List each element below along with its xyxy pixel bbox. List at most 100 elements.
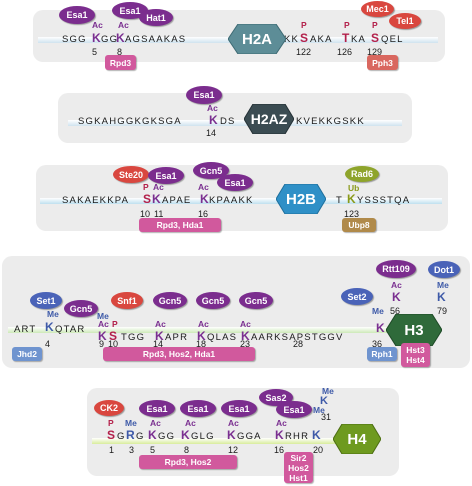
h3-num-14: 14: [153, 339, 164, 349]
h2a-box-rpd3[interactable]: Rpd3: [105, 55, 136, 70]
h3-res-k4: K: [45, 320, 54, 334]
h2a-enzyme-tel1[interactable]: Tel1: [389, 13, 421, 29]
h2a-seq-start: SGG: [62, 34, 87, 45]
h2az-core-label: H2AZ: [250, 111, 288, 127]
h4-seq-gg: GG: [158, 431, 176, 442]
h2a-box-pph3[interactable]: Pph3: [367, 55, 398, 70]
h3-num-10: 10: [108, 339, 119, 349]
h2a-core-hexagon: [228, 24, 286, 54]
h3-box-rpd3-hos2-hda1[interactable]: Rpd3, Hos2, Hda1: [103, 347, 255, 361]
h2a-enzyme-esa1-a[interactable]: Esa1: [59, 6, 95, 24]
h3-backbone: [8, 327, 400, 333]
h3-res-s10: S: [109, 329, 118, 343]
h4-box-sir2-hos2-hst1[interactable]: Sir2 Hos2 Hst1: [284, 452, 313, 483]
h2b-enzyme-esa1-a[interactable]: Esa1: [148, 167, 184, 184]
h3-box-hst4-label: Hst4: [406, 355, 425, 365]
h2a-enzyme-hat1[interactable]: Hat1: [139, 9, 173, 26]
h3-mod-ac-9: Ac: [98, 319, 109, 329]
h3-num-9: 9: [99, 339, 105, 349]
h2a-res-k8: K: [116, 31, 125, 45]
h3-num-4: 4: [45, 339, 51, 349]
h3-enzyme-gcn5-c[interactable]: Gcn5: [196, 292, 230, 309]
h2b-seq-t: T: [336, 195, 344, 206]
h3-box-hst3-hst4[interactable]: Hst3 Hst4: [401, 343, 430, 367]
h3-res-k36: K: [376, 321, 385, 335]
h3-mod-ac-23: Ac: [240, 319, 251, 329]
h3-box-jhd2[interactable]: Jhd2: [12, 347, 42, 361]
h2b-backbone: [40, 198, 442, 204]
h4-num-8: 8: [184, 445, 190, 455]
h3-enzyme-gcn5-b[interactable]: Gcn5: [153, 292, 187, 309]
h4-enzyme-esa1-b[interactable]: Esa1: [180, 400, 216, 417]
h2a-res-t126: T: [342, 31, 350, 45]
h3-mod-ac-18: Ac: [198, 319, 209, 329]
h3-num-79: 79: [437, 306, 448, 316]
h2a-num-126: 126: [337, 47, 353, 57]
h3-num-36: 36: [372, 339, 383, 349]
h4-mod-ac-16: Ac: [276, 418, 287, 428]
h3-core-label: H3: [404, 321, 424, 339]
h4-mod-me-31: Me: [322, 386, 334, 396]
h4-res-k31: K: [320, 395, 328, 407]
h3-enzyme-set2[interactable]: Set2: [341, 288, 373, 305]
h4-num-31: 31: [321, 412, 332, 422]
h3-enzyme-gcn5-a[interactable]: Gcn5: [64, 300, 98, 317]
h3-res-k79: K: [437, 290, 446, 304]
h2az-seq-ds: DS: [220, 116, 236, 127]
h2b-enzyme-rad6[interactable]: Rad6: [345, 166, 379, 182]
h2b-mod-ac-11: Ac: [153, 182, 164, 192]
h4-enzyme-ck2[interactable]: CK2: [94, 400, 124, 416]
h4-enzyme-esa1-c[interactable]: Esa1: [221, 400, 257, 417]
h3-box-rph1[interactable]: Rph1: [367, 347, 397, 361]
h2b-seq-end: YSSSTQA: [357, 195, 411, 206]
h4-box-rpd3-hos2[interactable]: Rpd3, Hos2: [139, 455, 237, 469]
h3-mod-ac-56: Ac: [391, 280, 402, 290]
h3-mod-me-4: Me: [47, 309, 59, 319]
h4-res-k20: K: [312, 428, 321, 442]
h2a-seq-mid: AGSAAKAS: [125, 34, 187, 45]
h3-enzyme-rtt109[interactable]: Rtt109: [376, 260, 416, 278]
h3-mod-me-9: Me: [97, 311, 109, 321]
h2b-enzyme-esa1-b[interactable]: Esa1: [217, 174, 253, 191]
h4-res-k12: K: [227, 428, 236, 442]
h4-mod-p-1: P: [108, 418, 114, 428]
h3-res-k23: K: [241, 329, 250, 343]
h2b-core-hexagon: [276, 184, 326, 214]
h4-mod-ac-12: Ac: [228, 418, 239, 428]
h2a-seq-kk: KK: [284, 34, 300, 45]
h4-num-1: 1: [109, 445, 115, 455]
h2b-box-rpd3-hda1[interactable]: Rpd3, Hda1: [139, 218, 221, 232]
h2b-enzyme-gcn5[interactable]: Gcn5: [193, 162, 229, 179]
h3-num-23: 23: [240, 339, 251, 349]
h3-enzyme-dot1[interactable]: Dot1: [428, 261, 460, 278]
h3-enzyme-gcn5-d[interactable]: Gcn5: [239, 292, 273, 309]
h4-backbone: [92, 438, 350, 444]
h3-enzyme-snf1[interactable]: Snf1: [111, 292, 143, 309]
h3-res-k56: K: [392, 290, 401, 304]
h2b-box-ubp8[interactable]: Ubp8: [342, 218, 376, 232]
h2az-res-k14: K: [209, 113, 218, 127]
h4-enzyme-esa1-d[interactable]: Esa1: [276, 401, 312, 418]
h2b-mod-ac-16: Ac: [198, 182, 209, 192]
h2b-core-label: H2B: [285, 190, 316, 208]
h2a-num-122: 122: [296, 47, 312, 57]
h4-res-s1: S: [107, 428, 116, 442]
h4-enzyme-esa1-a[interactable]: Esa1: [139, 400, 175, 417]
h4-core-hexagon: [333, 424, 381, 454]
h2a-enzyme-mec1[interactable]: Mec1: [361, 1, 394, 17]
h2a-num-129: 129: [367, 47, 383, 57]
h2a-num-8: 8: [117, 47, 123, 57]
h4-num-20: 20: [313, 445, 324, 455]
h2az-enzyme-esa1[interactable]: Esa1: [186, 86, 222, 104]
h4-mod-me-3: Me: [125, 418, 137, 428]
h3-seq-qtar: QTAR: [55, 324, 86, 335]
h3-num-18: 18: [196, 339, 207, 349]
h3-res-k9: K: [98, 329, 107, 343]
h3-core-hexagon: [386, 314, 442, 346]
h2b-enzyme-ste20[interactable]: Ste20: [113, 166, 149, 183]
h3-seq-qlas: QLAS: [207, 332, 238, 343]
h3-enzyme-set1[interactable]: Set1: [30, 292, 62, 309]
h2a-num-5: 5: [92, 47, 98, 57]
h2a-mod-ac-5: Ac: [92, 20, 103, 30]
h2a-res-s129: S: [371, 31, 380, 45]
